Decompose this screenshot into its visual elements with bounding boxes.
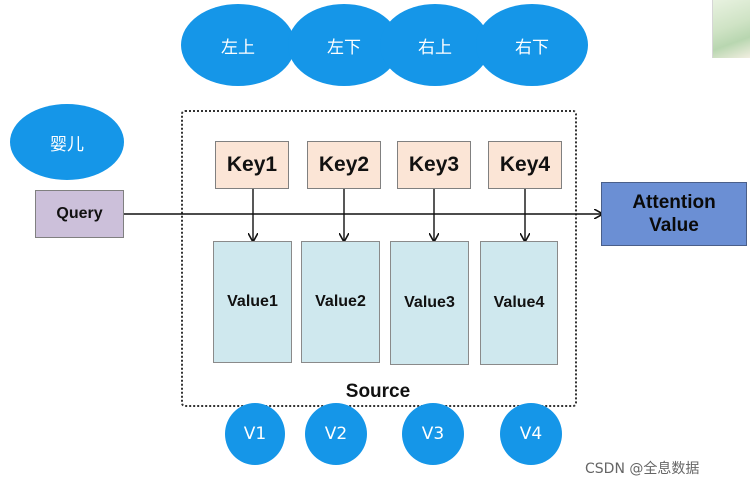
- value4-box: Value4: [480, 241, 558, 365]
- baby-label: 婴儿: [50, 134, 84, 155]
- attention-label-line1: Attention: [632, 192, 716, 213]
- query-box: Query: [35, 190, 124, 238]
- value1-box: Value1: [213, 241, 292, 363]
- top-label-right-down: 右下: [476, 4, 588, 86]
- top-label-text: 右下: [515, 37, 549, 58]
- source-label: Source: [345, 381, 411, 402]
- key-label: Key3: [408, 153, 460, 176]
- value-label: Value1: [227, 293, 278, 310]
- top-label-right-up: 右上: [380, 4, 490, 86]
- v-label: V1: [243, 424, 267, 444]
- csdn-watermark: CSDN @全息数据: [585, 461, 700, 477]
- query-label: Query: [56, 205, 103, 222]
- top-label-text: 右上: [418, 37, 452, 58]
- key1-box: Key1: [215, 141, 289, 189]
- value-label: Value4: [493, 294, 545, 311]
- key-label: Key1: [226, 153, 278, 176]
- top-label-left-down: 左下: [288, 4, 400, 86]
- v-label: V4: [519, 424, 543, 444]
- key-label: Key2: [318, 153, 370, 176]
- v4-circle: V4: [500, 403, 562, 465]
- attention-value-box: Attention Value: [601, 182, 747, 246]
- value3-box: Value3: [390, 241, 469, 365]
- top-label-text: 左上: [221, 37, 255, 58]
- v-label: V3: [421, 424, 445, 444]
- key2-box: Key2: [307, 141, 381, 189]
- top-label-text: 左下: [327, 37, 361, 58]
- value2-box: Value2: [301, 241, 380, 363]
- attention-label-line2: Value: [649, 215, 699, 236]
- baby-ellipse: 婴儿: [10, 104, 124, 180]
- v2-circle: V2: [305, 403, 367, 465]
- v1-circle: V1: [225, 403, 285, 465]
- corner-thumbnail-image: [712, 0, 750, 58]
- key-label: Key4: [499, 153, 551, 176]
- v-label: V2: [324, 424, 348, 444]
- v3-circle: V3: [402, 403, 464, 465]
- top-label-left-up: 左上: [181, 4, 295, 86]
- key4-box: Key4: [488, 141, 562, 189]
- value-label: Value2: [315, 293, 366, 310]
- source-region: [181, 110, 577, 407]
- value-label: Value3: [404, 294, 455, 311]
- key3-box: Key3: [397, 141, 471, 189]
